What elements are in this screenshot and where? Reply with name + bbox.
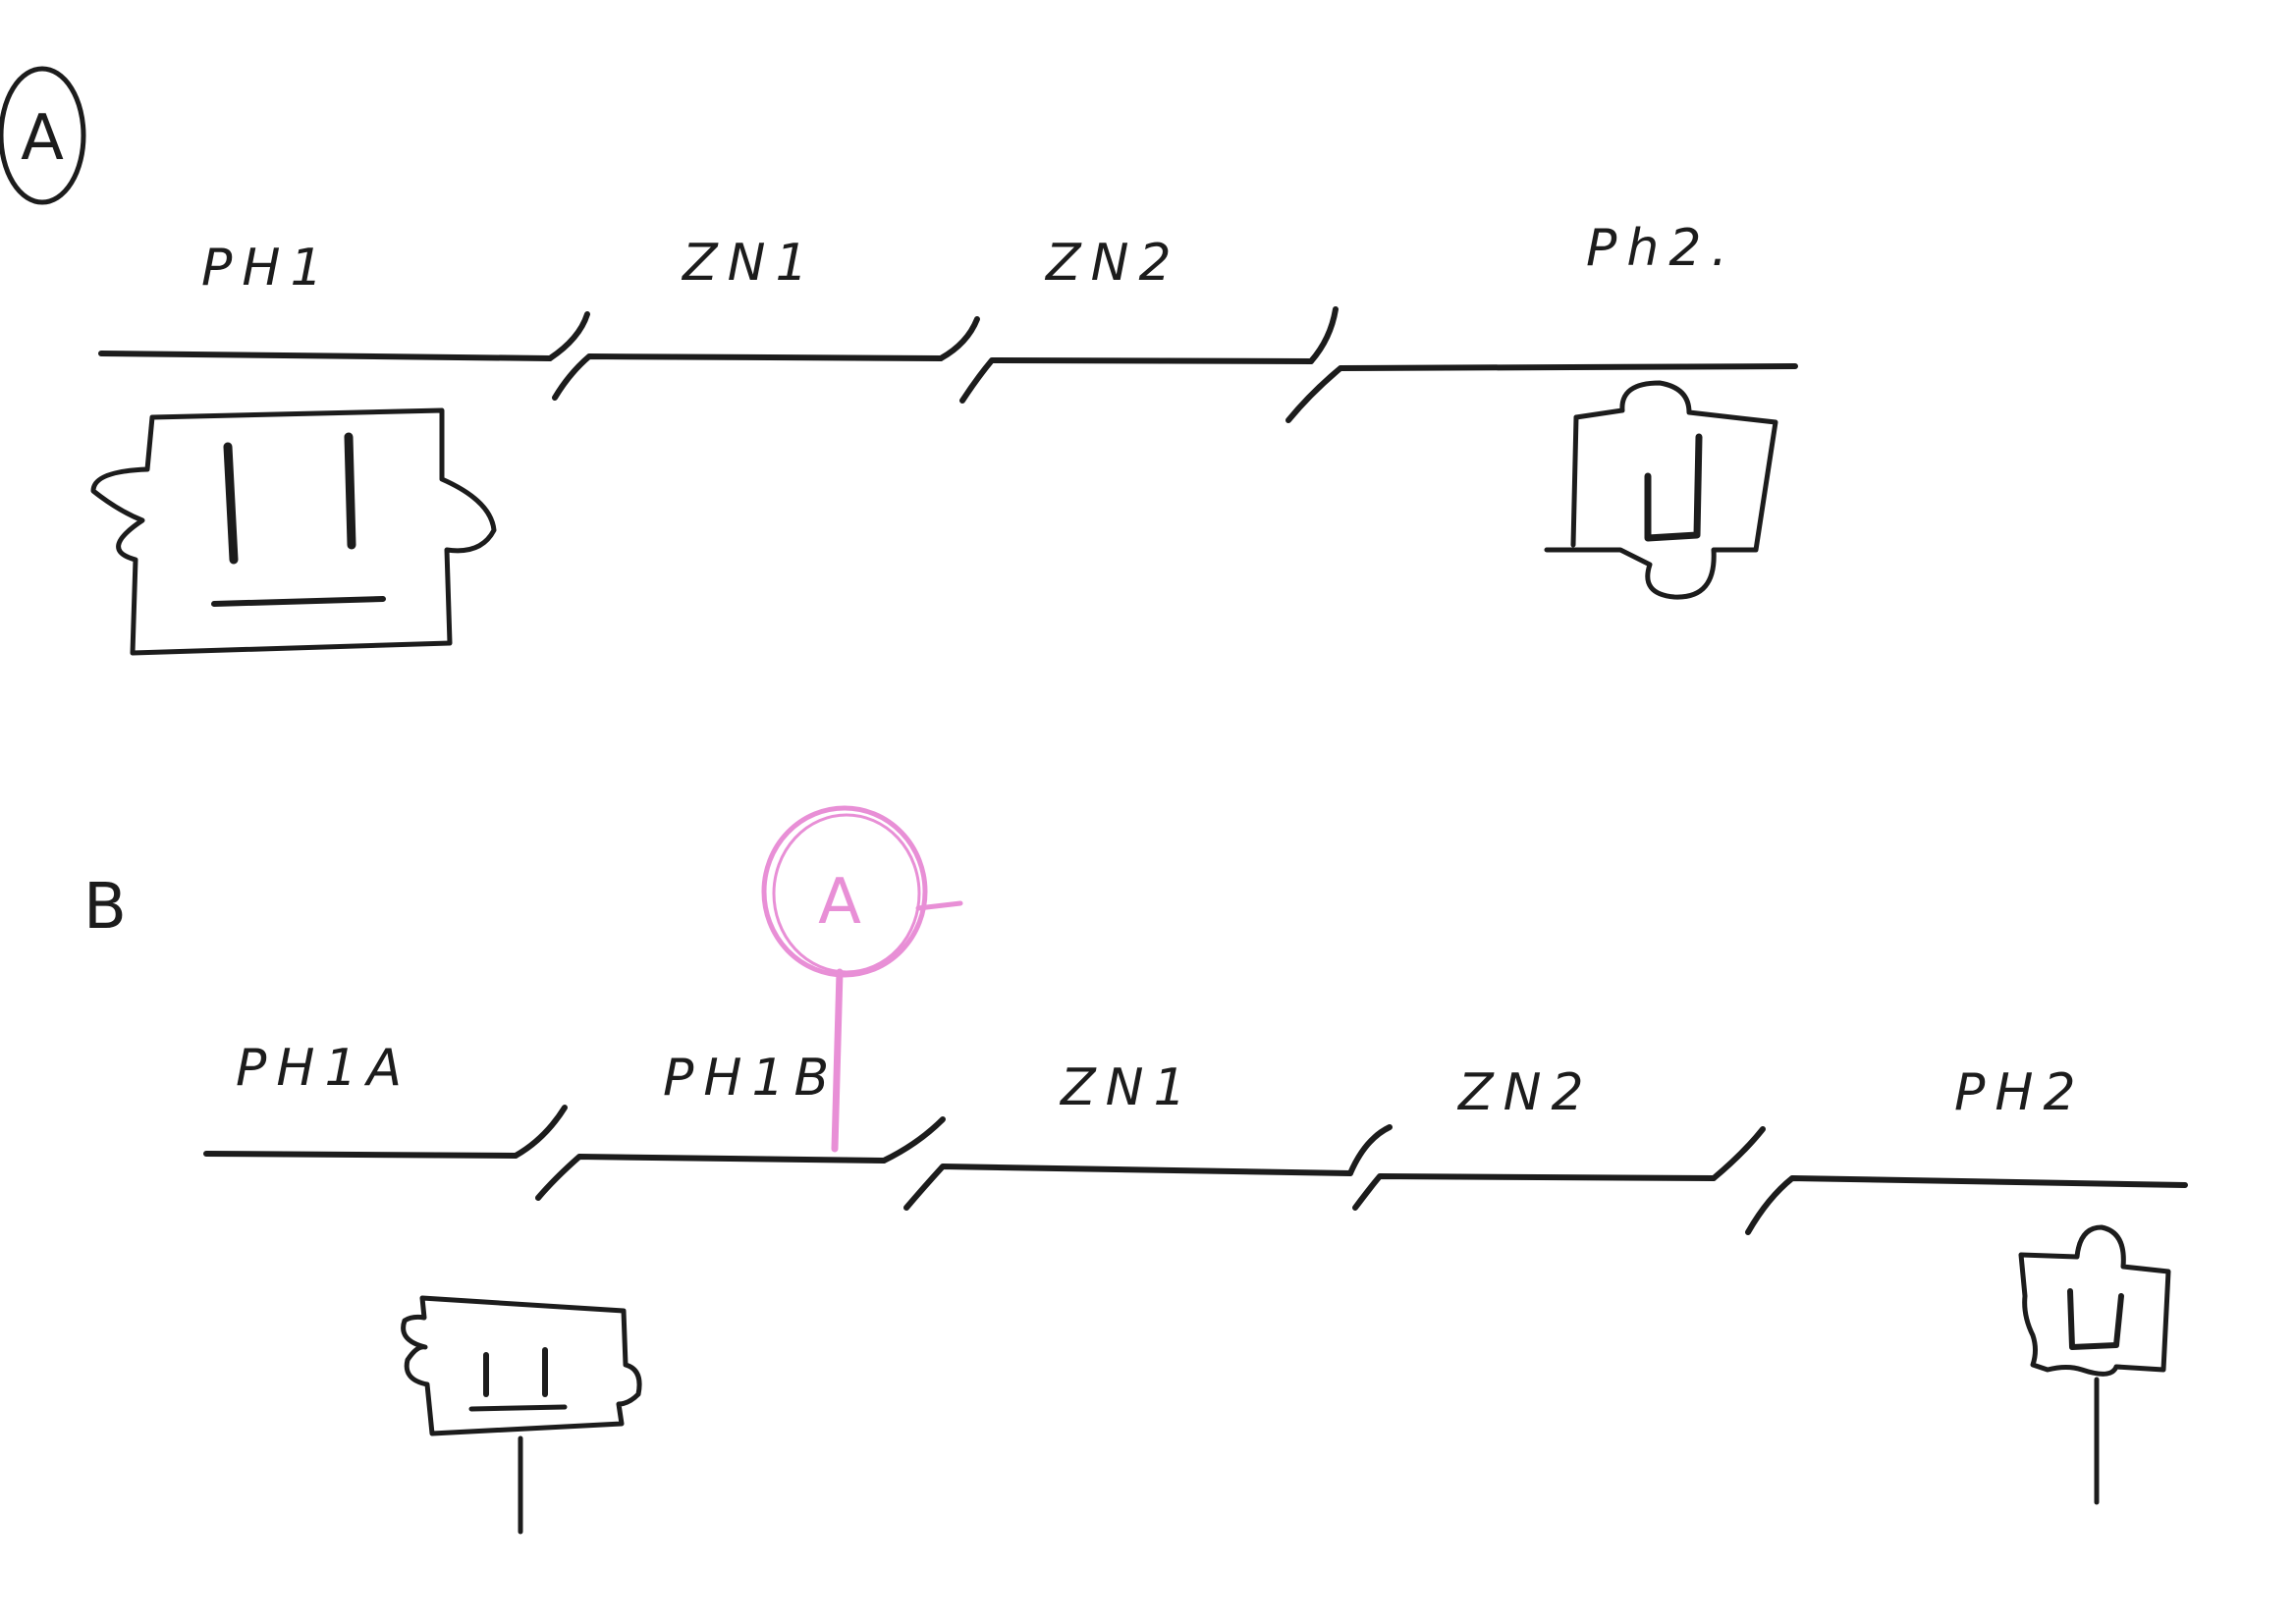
callout-marker-a: A (761, 805, 963, 1153)
segment-labels-a: PH1 ZN1 ZN2 Ph2. (201, 219, 1737, 298)
u-shape-puzzle-icon (1544, 380, 1778, 600)
segment-label-ph1: PH1 (201, 239, 333, 298)
segment-label-ph2: Ph2. (1586, 219, 1737, 278)
u-shape-puzzle-icon (2018, 1224, 2171, 1505)
diagram-a: A PH1 ZN1 ZN2 Ph2. (0, 66, 1798, 656)
section-marker-a-label: A (21, 102, 64, 175)
segment-label-zn2: ZN2 (1456, 1063, 1594, 1122)
segment-label-ph1b: PH1B (663, 1049, 839, 1108)
double-bar-puzzle-icon (90, 407, 497, 656)
segment-label-ph2: PH2 (1954, 1063, 2086, 1122)
diagram-b: B PH1A PH1B ZN1 ZN2 PH2 (83, 805, 2188, 1535)
section-marker-b: B (83, 871, 127, 944)
segment-label-zn1: ZN1 (681, 234, 818, 293)
section-marker-a: A (0, 66, 86, 205)
segment-labels-b: PH1A PH1B ZN1 ZN2 PH2 (236, 1039, 2086, 1122)
segment-label-ph1a: PH1A (236, 1039, 411, 1098)
double-bar-puzzle-icon (401, 1295, 642, 1535)
callout-marker-a-label: A (818, 866, 861, 939)
timeline-a (98, 306, 1798, 423)
segment-label-zn2: ZN2 (1044, 234, 1181, 293)
timeline-b (203, 1105, 2188, 1235)
segment-label-zn1: ZN1 (1059, 1058, 1196, 1117)
